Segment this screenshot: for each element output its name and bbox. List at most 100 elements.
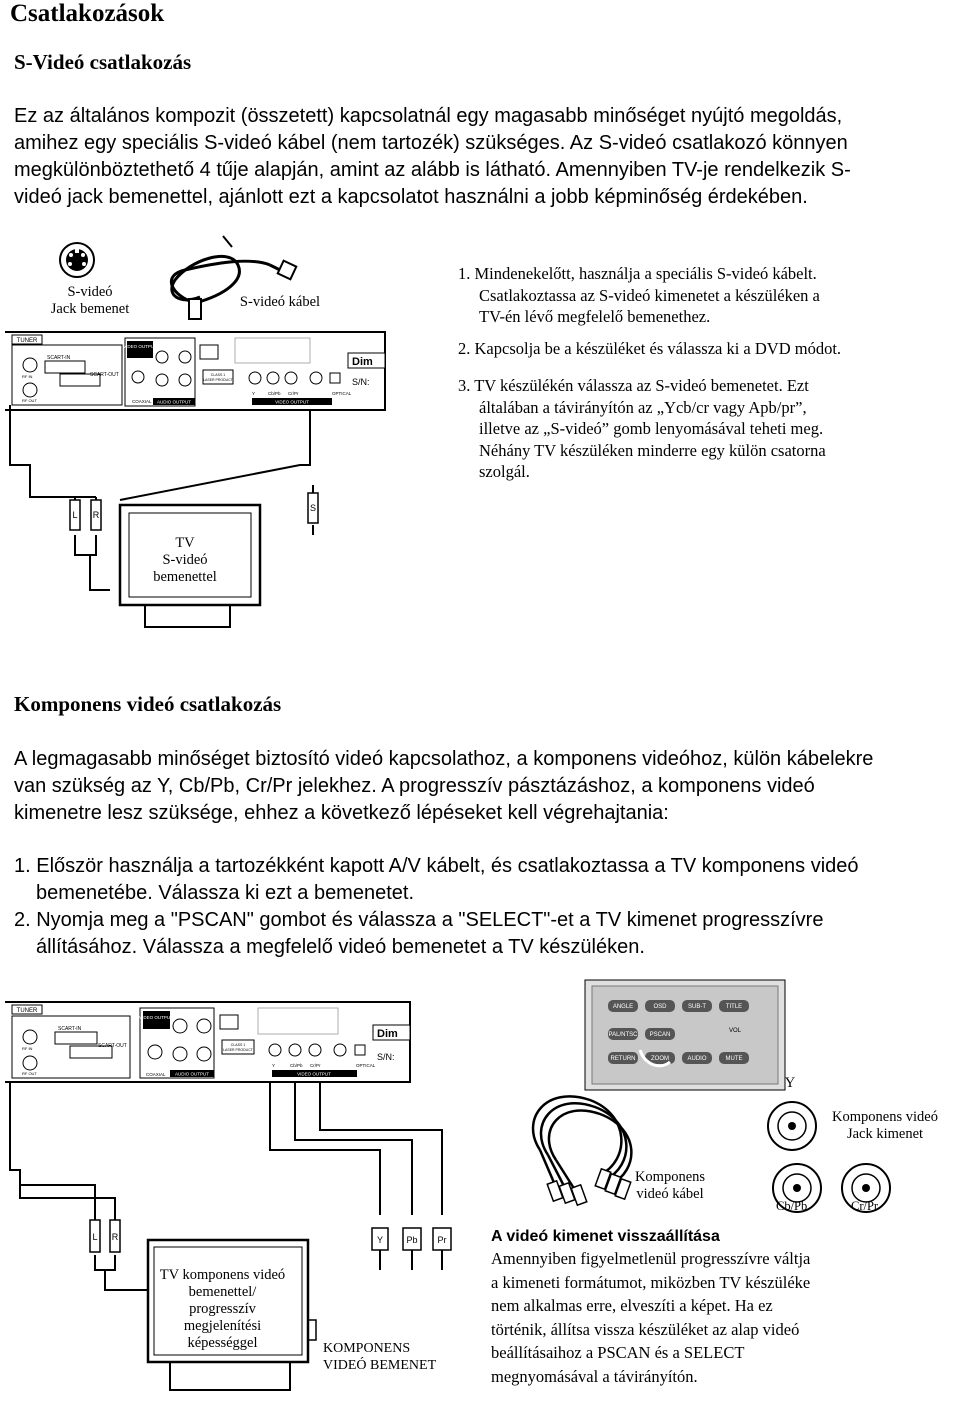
component-paragraph-line: kimenetre lesz szüksége, ehhez a követke… — [14, 802, 669, 824]
svg-text:SCART-IN: SCART-IN — [58, 1026, 82, 1032]
component-wires — [9, 1082, 443, 1291]
dvd-back-panel: TUNER SCART-IN SCART-OUT RF IN RF OUT VI… — [5, 331, 386, 411]
component-heading: Komponens videó csatlakozás — [14, 692, 282, 716]
jack-y-label: Y — [784, 1075, 796, 1091]
svideo-step-3: 3. TV készülékén válassza az S-videó bem… — [458, 376, 826, 481]
laser-product-label: LASER PRODUCT — [203, 378, 234, 382]
svg-text:R: R — [93, 510, 100, 520]
svg-text:SUB-T: SUB-T — [688, 1004, 706, 1010]
dvd-back-panel-2: TUNER SCART-IN SCART-OUT RF IN RF OUT VI… — [5, 1001, 411, 1083]
svideo-jack-label: S-videó Jack bemenet — [50, 284, 130, 317]
svg-text:COAXIAL: COAXIAL — [146, 1072, 166, 1077]
y-label: Y — [252, 391, 255, 396]
svg-text:PSCAN: PSCAN — [650, 1032, 671, 1038]
svg-text:L: L — [92, 1232, 97, 1242]
svg-text:Y: Y — [377, 1235, 383, 1245]
svg-text:SCART-OUT: SCART-OUT — [98, 1043, 127, 1049]
component-steps: 1. Először használja a tartozékként kapo… — [14, 853, 949, 961]
svg-text:R: R — [112, 1232, 119, 1242]
plug-r-2: R — [109, 1219, 121, 1253]
tuner-label: TUNER — [17, 338, 38, 344]
svideo-cable-icon — [169, 235, 298, 320]
coaxial-label: COAXIAL — [132, 399, 152, 404]
component-paragraph-line: van szükség az Y, Cb/Pb, Cr/Pr jelekhez.… — [14, 775, 815, 797]
plug-r: R — [90, 499, 102, 531]
svg-text:Dim: Dim — [377, 1028, 398, 1040]
plug-l-2: L — [89, 1219, 101, 1253]
component-paragraph-line: A legmagasabb minőséget biztosító videó … — [14, 748, 874, 770]
svg-text:Y: Y — [272, 1063, 275, 1068]
plug-l: L — [69, 499, 81, 531]
svg-text:CLASS 1: CLASS 1 — [231, 1043, 245, 1047]
svideo-heading: S-Videó csatlakozás — [14, 50, 192, 74]
svg-text:Pr: Pr — [438, 1235, 447, 1245]
jack-cr-icon — [841, 1163, 891, 1213]
svideo-paragraph-line: megkülönböztethető 4 tűje alapján, amint… — [14, 159, 851, 181]
audio-output-label: AUDIO OUTPUT — [157, 400, 191, 405]
svg-text:OSD: OSD — [653, 1004, 667, 1010]
rf-in-label: RF IN — [22, 374, 33, 379]
component-step-1: 1. Először használja a tartozékként kapo… — [14, 855, 859, 904]
svideo-tv-label: TV S-videó bemenettel — [153, 535, 217, 585]
plug-s: S — [307, 492, 319, 524]
rf-out-label: RF OUT — [22, 398, 37, 403]
svg-text:TUNER: TUNER — [17, 1008, 38, 1014]
component-cable-label: Komponens videó kábel — [634, 1169, 706, 1202]
scart-out-label: SCART-OUT — [90, 372, 119, 378]
svg-text:AUDIO OUTPUT: AUDIO OUTPUT — [175, 1072, 209, 1077]
brand-label: Dim — [352, 356, 373, 368]
svg-text:OPTICAL: OPTICAL — [356, 1063, 376, 1068]
component-tv-label: TV komponens videó bemenettel/ progressz… — [159, 1267, 286, 1351]
restore-text: Amennyiben figyelmetlenül progresszívre … — [491, 1249, 811, 1386]
svg-text:ZOOM: ZOOM — [651, 1056, 669, 1062]
jack-cb-label: Cb/Pb — [776, 1199, 808, 1213]
svg-text:L: L — [72, 510, 77, 520]
tv-icon-2 — [146, 1238, 317, 1391]
svideo-paragraph: Ez az általános kompozit (összetett) kap… — [14, 103, 944, 211]
svg-text:PAL/NTSC: PAL/NTSC — [609, 1032, 639, 1038]
svg-text:Pb: Pb — [406, 1235, 417, 1245]
komponens-input-label: KOMPONENS VIDEÓ BEMENET — [323, 1341, 437, 1373]
svg-text:S/N:: S/N: — [377, 1052, 395, 1062]
optical-label: OPTICAL — [332, 391, 352, 396]
svg-text:RF OUT: RF OUT — [22, 1071, 37, 1076]
svg-text:Cr/Pr: Cr/Pr — [310, 1063, 321, 1068]
remote-control-icon: ANGLE OSD SUB-T TITLE PAL/NTSC PSCAN VOL… — [584, 979, 786, 1091]
svideo-jack-icon — [59, 242, 95, 278]
svideo-diagram: TUNER SCART-IN SCART-OUT RF IN RF OUT VI… — [5, 235, 386, 628]
svideo-wires — [9, 405, 314, 591]
component-step-2: 2. Nyomja meg a "PSCAN" gombot és válass… — [14, 909, 824, 958]
svg-text:AUDIO: AUDIO — [687, 1056, 706, 1062]
svg-text:TITLE: TITLE — [726, 1004, 742, 1010]
svg-text:LASER PRODUCT: LASER PRODUCT — [223, 1048, 254, 1052]
sn-label: S/N: — [352, 377, 370, 387]
svideo-paragraph-line: videó jack bemenettel, ajánlott ezt a ka… — [14, 186, 808, 208]
svg-text:ANGLE: ANGLE — [613, 1004, 633, 1010]
svg-text:VOL: VOL — [729, 1028, 742, 1034]
cr-pr-label: Cr/Pr — [288, 391, 299, 396]
plug-y: Y — [371, 1227, 389, 1251]
svideo-step-2: 2. Kapcsolja be a készüléket és válassza… — [458, 338, 842, 358]
svideo-step-1: 1. Mindenekelőtt, használja a speciális … — [458, 264, 820, 326]
svg-text:RETURN: RETURN — [611, 1056, 636, 1062]
tv-icon — [118, 503, 262, 628]
svg-text:Cb/Pb: Cb/Pb — [290, 1063, 303, 1068]
scart-in-label: SCART-IN — [47, 355, 71, 361]
restore-heading: A videó kimenet visszaállítása — [491, 1228, 720, 1245]
cb-pb-label: Cb/Pb — [268, 391, 281, 396]
video-output-lower-label: VIDEO OUTPUT — [275, 400, 309, 405]
svg-text:RF IN: RF IN — [22, 1046, 33, 1051]
component-jack-label: Komponens videó Jack kimenet — [832, 1109, 938, 1142]
jack-y-icon — [767, 1101, 817, 1151]
svideo-steps: 1. Mindenekelőtt, használja a speciális … — [458, 263, 953, 483]
svg-text:VIDEO OUTPUT: VIDEO OUTPUT — [139, 1015, 173, 1020]
component-diagram: TUNER SCART-IN SCART-OUT RF IN RF OUT VI… — [5, 979, 891, 1391]
svg-text:S: S — [310, 503, 316, 513]
component-cable-icon — [531, 1095, 633, 1207]
jack-cb-icon — [772, 1163, 822, 1213]
svideo-paragraph-line: amihez egy speciális S-videó kábel (nem … — [14, 132, 848, 154]
video-output-label: VIDEO OUTPUT — [123, 344, 157, 349]
svideo-paragraph-line: Ez az általános kompozit (összetett) kap… — [14, 105, 843, 127]
svg-text:VIDEO OUTPUT: VIDEO OUTPUT — [297, 1072, 331, 1077]
page-title: Csatlakozások — [10, 0, 165, 27]
